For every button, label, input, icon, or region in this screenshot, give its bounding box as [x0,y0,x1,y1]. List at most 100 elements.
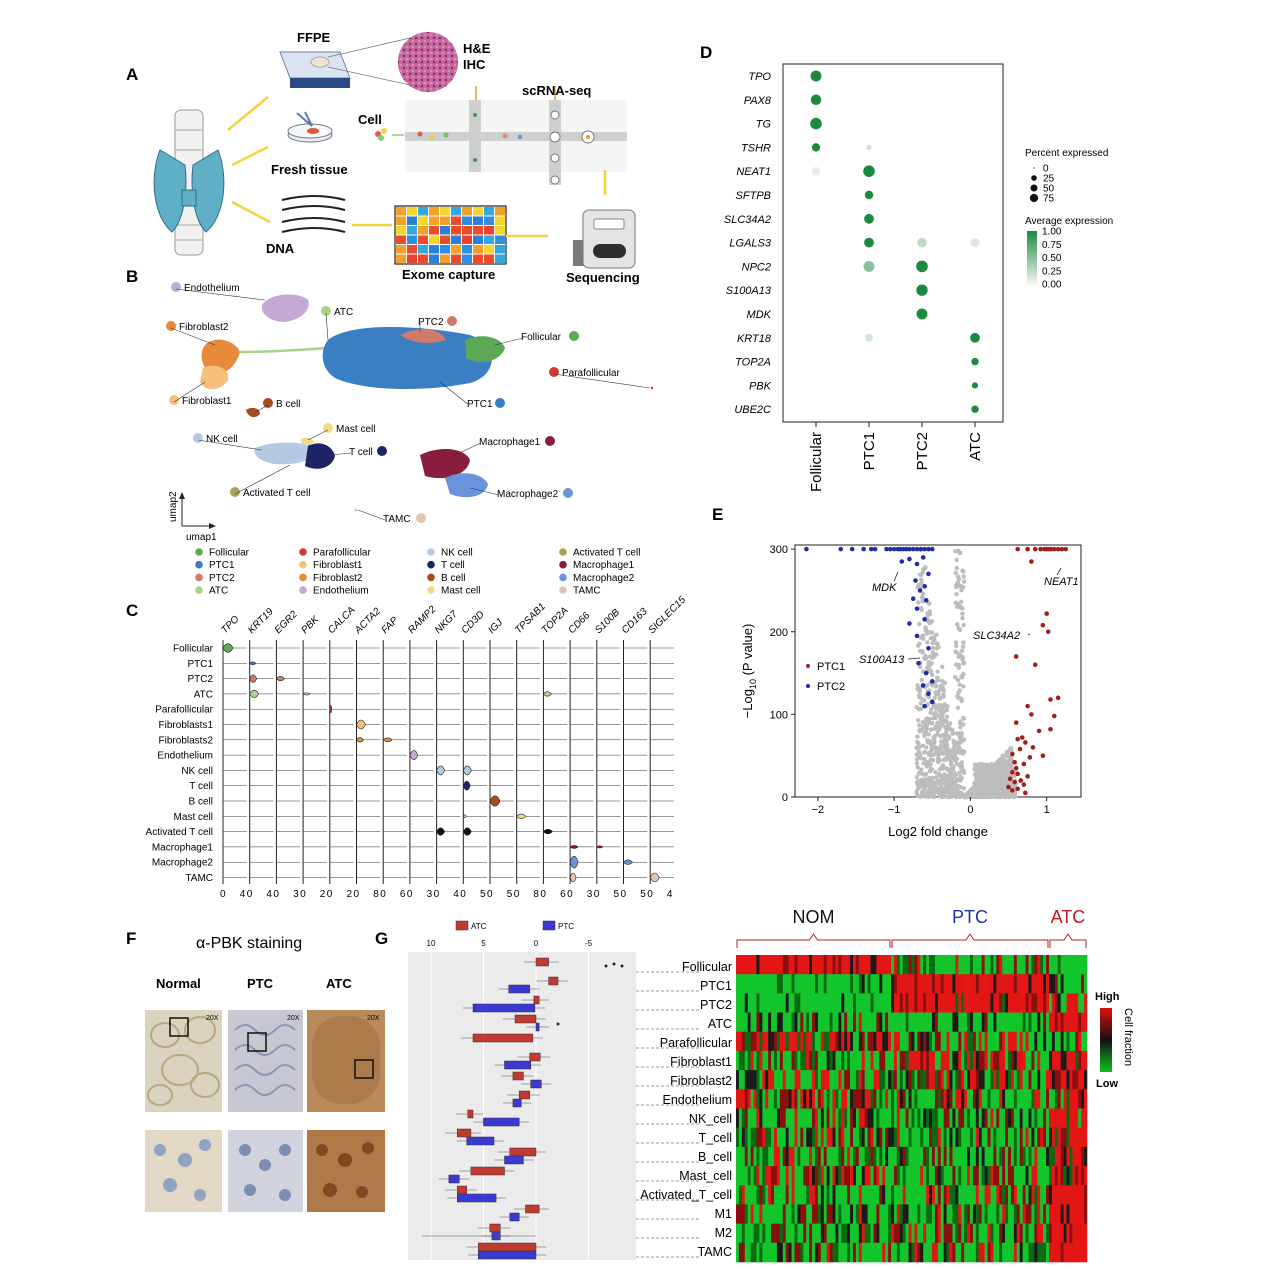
volcano-ns-point [954,604,960,609]
volcano-ns-point [930,744,935,750]
volcano-ns-point [979,785,985,790]
heatmap-cell [1084,1127,1088,1148]
heatmap-cell [1008,1012,1012,1033]
heatmap-cell [1063,1204,1067,1224]
exome-cell [396,235,406,244]
heatmap-cell [943,1108,947,1128]
heatmap-cell [946,1031,950,1052]
volcano-ns-point [928,727,934,732]
heatmap-cell [741,1223,746,1244]
heatmap-cell [967,1127,971,1148]
heatmap-cell [832,974,836,994]
violin-row-label: T cell [189,781,213,792]
heatmap-cell [1060,1108,1064,1128]
heatmap-cell [940,1185,944,1205]
violin-tick: 6 [560,889,566,900]
heatmap-cell [794,1089,798,1109]
heatmap-cell [1046,1223,1050,1244]
heatmap-cell [782,974,787,994]
heatmap-cell [800,1012,804,1033]
heatmap-cell [885,1070,889,1090]
legend-label: Follicular [209,548,250,559]
heatmap-cell [806,1204,810,1224]
heatmap-cell [1060,1050,1064,1071]
heatmap-cell [911,993,915,1013]
heatmap-cell [867,1242,871,1263]
heatmap-cell [736,1031,740,1052]
volcano-ns-point [919,771,925,777]
violin-row-label: PTC2 [187,674,213,685]
dotplot-point [863,165,875,177]
heatmap-cell [946,1127,950,1148]
violin-shape [649,872,660,883]
heatmap-cell [1069,1146,1073,1167]
violin-shape [302,692,311,696]
heatmap-cell [917,1242,921,1263]
heatmap-cell [949,1127,953,1148]
heatmap-cell [926,993,930,1013]
heatmap-cell [870,1242,874,1263]
heatmap-cell [943,1089,947,1109]
heatmap-cell [1075,1012,1079,1033]
violin-row-label: Activated T cell [146,827,213,838]
violin-tick: 0 [220,889,226,900]
volcano-ns-point [917,664,923,669]
heatmap-cell [964,1050,968,1071]
violin-gene-label: ACTA2 [352,606,383,637]
heatmap-cell [744,1089,748,1109]
heatmap-cell [826,1204,830,1224]
heatmap-cell [937,1204,942,1224]
heatmap-cell [835,1031,839,1052]
heatmap-cell [771,974,775,994]
violin-gene-label: IGJ [486,617,505,636]
heatmap-cell [1034,1185,1038,1205]
heatmap-cell [864,1146,868,1167]
heatmap-cell [993,993,997,1013]
heatmap-cell [829,1089,833,1109]
heatmap-cell [858,1127,863,1148]
box-outlier [620,964,624,968]
heatmap-cell [1054,1050,1059,1071]
heatmap-cell [1034,1108,1038,1128]
heatmap-cell [736,1127,740,1148]
volcano-ns-point [960,644,966,650]
heatmap-cell [776,1012,781,1033]
heatmap-cell [955,1166,959,1186]
heatmap-cell [1072,1089,1076,1109]
heatmap-cell [753,974,757,994]
volcano-ns-point [992,771,998,777]
heatmap-cell [768,1146,772,1167]
violin-shape [569,855,579,869]
volcano-ns-point [935,728,941,733]
heatmap-cell [812,1146,816,1167]
volcano-point-ptc1 [1029,559,1034,564]
volcano-point-ptc1 [1027,755,1033,760]
volcano-ns-point [930,757,936,763]
volcano-point-ptc1 [1007,776,1013,782]
exome-cell [462,245,472,254]
box-ptc [457,1193,497,1203]
heatmap-cell [946,1166,950,1186]
heatmap-cell [999,955,1003,975]
heatmap-cell [794,1146,798,1167]
heatmap-cell [756,1012,760,1033]
heatmap-cell [1063,1031,1067,1052]
volcano-ns-point [922,733,927,739]
umap-axes: umap1 umap2 [168,491,217,543]
heatmap-cell [943,1166,947,1186]
heatmap-cell [1013,1031,1018,1052]
heatmap-cell [768,993,772,1013]
heatmap-cell [774,1146,778,1167]
heatmap-cell [873,1050,877,1071]
heatmap-cell [736,1166,740,1186]
heatmap-cell [861,1223,865,1244]
heatmap-cell [861,1166,865,1186]
heatmap-cell [803,1166,807,1186]
ihc-col-normal: Normal [156,976,201,991]
heatmap-cell [987,993,991,1013]
heatmap-cell [955,1242,959,1263]
heatmap-cell [820,1242,825,1263]
heatmap-cell [771,1070,775,1090]
heatmap-cell [964,1070,968,1090]
heatmap-cell [1008,1166,1012,1186]
